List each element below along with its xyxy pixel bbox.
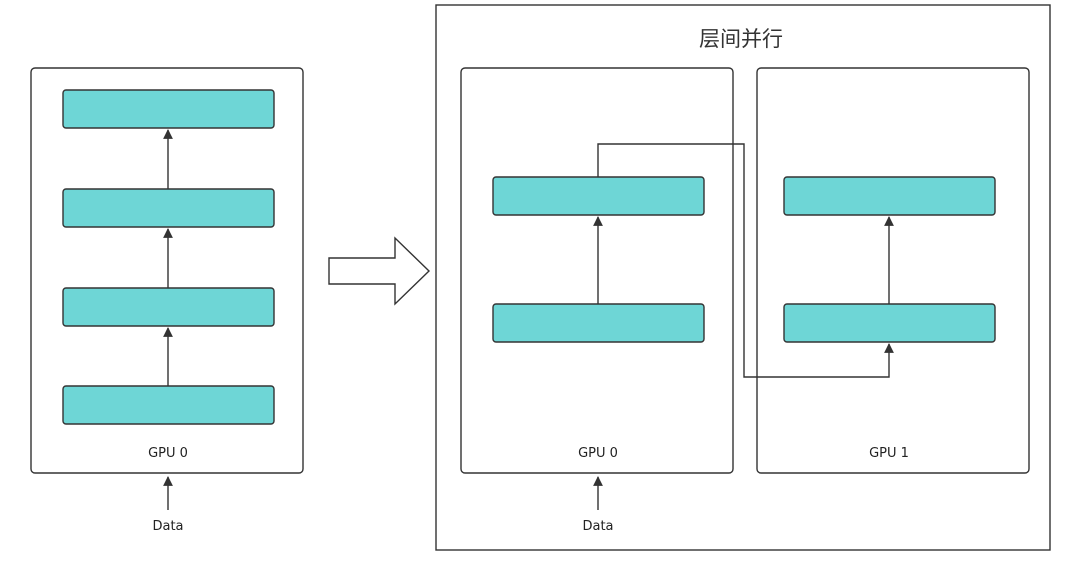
gpu0-label-left: GPU 0 xyxy=(148,446,188,461)
layer-block xyxy=(492,176,705,216)
layer-block xyxy=(62,89,275,129)
gpu0-label-right: GPU 0 xyxy=(578,446,618,461)
transform-arrow xyxy=(328,236,431,306)
single-gpu-group: GPU 0 Data xyxy=(30,67,304,534)
data-label-left: Data xyxy=(152,519,183,534)
layer-block xyxy=(783,303,996,343)
gpu0-container-left xyxy=(30,67,304,474)
layer-block xyxy=(492,303,705,343)
pipeline-group: 层间并行 GPU 0 GPU 1 Data xyxy=(435,4,1051,551)
diagram-title: 层间并行 xyxy=(699,27,783,51)
cross-gpu-connector xyxy=(597,143,894,378)
layer-block xyxy=(62,287,275,327)
data-label-right: Data xyxy=(582,519,613,534)
layer-block xyxy=(62,188,275,228)
gpu1-label: GPU 1 xyxy=(869,446,909,461)
layer-block xyxy=(62,385,275,425)
layer-block xyxy=(783,176,996,216)
gpu0-container-right xyxy=(460,67,734,474)
gpu1-container xyxy=(756,67,1030,474)
